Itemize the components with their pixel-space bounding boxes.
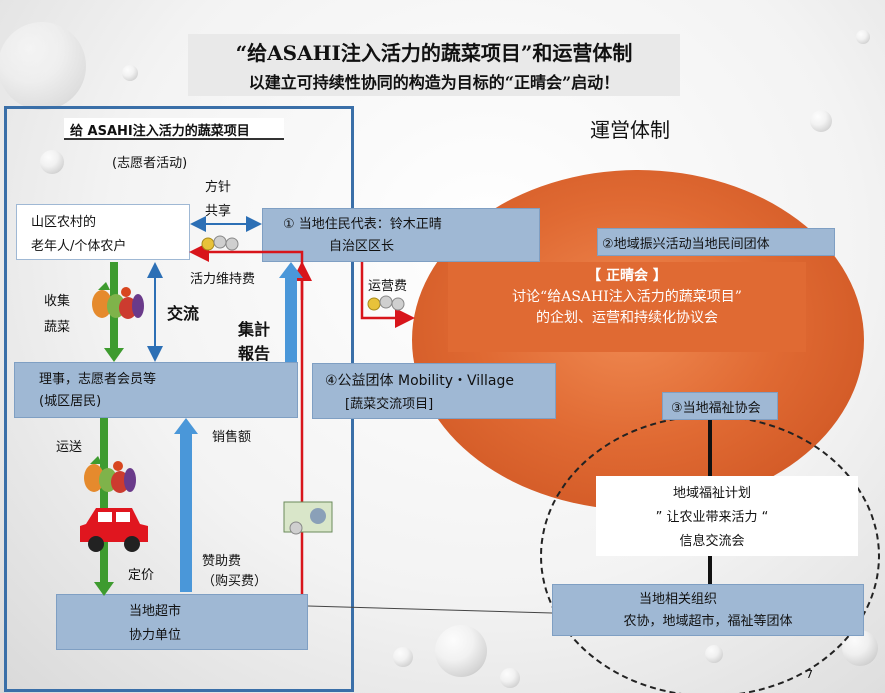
bubble-decoration xyxy=(393,647,413,667)
plan-line1: 地域福祉计划 xyxy=(566,482,858,506)
seisei-meeting-box: 【 正晴会 】 讨论“给ASAHI注入活力的蔬菜项目” 的企划、运营和持续化协议… xyxy=(448,262,806,352)
sponsor-label-1: 赞助费 xyxy=(202,550,241,569)
related-orgs-box: 当地相关组织 农协，地域超市，福祉等团体 xyxy=(552,584,864,636)
volunteer-label: (志愿者活动) xyxy=(112,152,187,171)
plan-line2: ” 让农业带来活力 “ xyxy=(566,506,858,530)
project-title: 给 ASAHI注入活力的蔬菜项目 xyxy=(64,118,284,140)
fixed-price-label: 定价 xyxy=(128,564,154,583)
operation-fee-label: 运营费 xyxy=(368,275,407,294)
collect-label: 收集 xyxy=(44,290,70,309)
org4-line1: ④公益团体 Mobility・Village xyxy=(325,369,543,393)
org2-box: ②地域振兴活动当地民间团体 xyxy=(597,228,835,256)
bubble-decoration xyxy=(435,625,487,677)
page-number: 7 xyxy=(806,668,813,681)
bubble-decoration xyxy=(122,65,138,81)
main-title: “给ASAHI注入活力的蔬菜项目”和运营体制 xyxy=(188,37,680,66)
meeting-title: 【 正晴会 】 xyxy=(448,266,806,287)
sub-title: 以建立可持续性协同的构造为目标的“正晴会”启动！ xyxy=(188,69,680,93)
org3-box: ③当地福祉协会 xyxy=(662,392,778,420)
rep-line1: ① 当地住民代表：铃木正晴 xyxy=(283,214,519,236)
sales-label: 销售额 xyxy=(212,426,251,445)
farmer-box: 山区农村的 老年人/个体农户 xyxy=(16,204,190,260)
vegetables-label: 蔬菜 xyxy=(44,316,70,335)
members-line2: (城区居民) xyxy=(39,391,273,413)
org3-text: ③当地福祉协会 xyxy=(671,401,761,416)
plan-line3: 信息交流会 xyxy=(566,530,858,554)
org4-box: ④公益团体 Mobility・Village [蔬菜交流项目] xyxy=(312,363,556,419)
org4-line2: [蔬菜交流项目] xyxy=(325,393,543,417)
bubble-decoration xyxy=(856,30,870,44)
report-label-1: 集計 xyxy=(238,316,270,340)
related-line1: 当地相关组织 xyxy=(503,589,853,611)
market-line2: 协力单位 xyxy=(129,624,235,648)
system-title: 運営体制 xyxy=(590,114,670,143)
members-line1: 理事，志愿者会员等 xyxy=(39,369,273,391)
coins-icon xyxy=(368,296,404,310)
report-label-2: 報告 xyxy=(238,340,270,364)
meeting-line1: 讨论“给ASAHI注入活力的蔬菜项目” xyxy=(448,287,806,308)
exchange-label: 交流 xyxy=(167,300,199,324)
welfare-plan-box: 地域福祉计划 ” 让农业带来活力 “ 信息交流会 xyxy=(596,476,858,556)
project-title-text: 给 ASAHI注入活力的蔬菜项目 xyxy=(70,124,250,139)
transport-label: 运送 xyxy=(56,436,82,455)
sponsor-label-2: （购买费） xyxy=(202,570,267,589)
bubble-decoration xyxy=(0,22,86,110)
related-line2: 农协，地域超市，福祉等团体 xyxy=(563,611,853,633)
share-label: 共享 xyxy=(205,200,231,219)
rep-line2: 自治区区长 xyxy=(283,236,519,258)
meeting-line2: 的企划、运营和持续化协议会 xyxy=(448,308,806,329)
bubble-decoration xyxy=(810,110,832,132)
vitality-fee-label: 活力维持费 xyxy=(190,268,255,287)
supermarket-box: 当地超市 协力单位 xyxy=(56,594,308,650)
farmer-line1: 山区农村的 xyxy=(31,211,175,235)
policy-label: 方针 xyxy=(205,176,231,195)
local-representative-box: ① 当地住民代表：铃木正晴 自治区区长 xyxy=(262,208,540,262)
title-banner: “给ASAHI注入活力的蔬菜项目”和运营体制 以建立可持续性协同的构造为目标的“… xyxy=(188,34,680,96)
members-box: 理事，志愿者会员等 (城区居民) xyxy=(14,362,298,418)
farmer-line2: 老年人/个体农户 xyxy=(31,235,175,259)
org2-text: ②地域振兴活动当地民间团体 xyxy=(602,237,770,252)
market-line1: 当地超市 xyxy=(129,600,235,624)
bubble-decoration xyxy=(500,668,520,688)
